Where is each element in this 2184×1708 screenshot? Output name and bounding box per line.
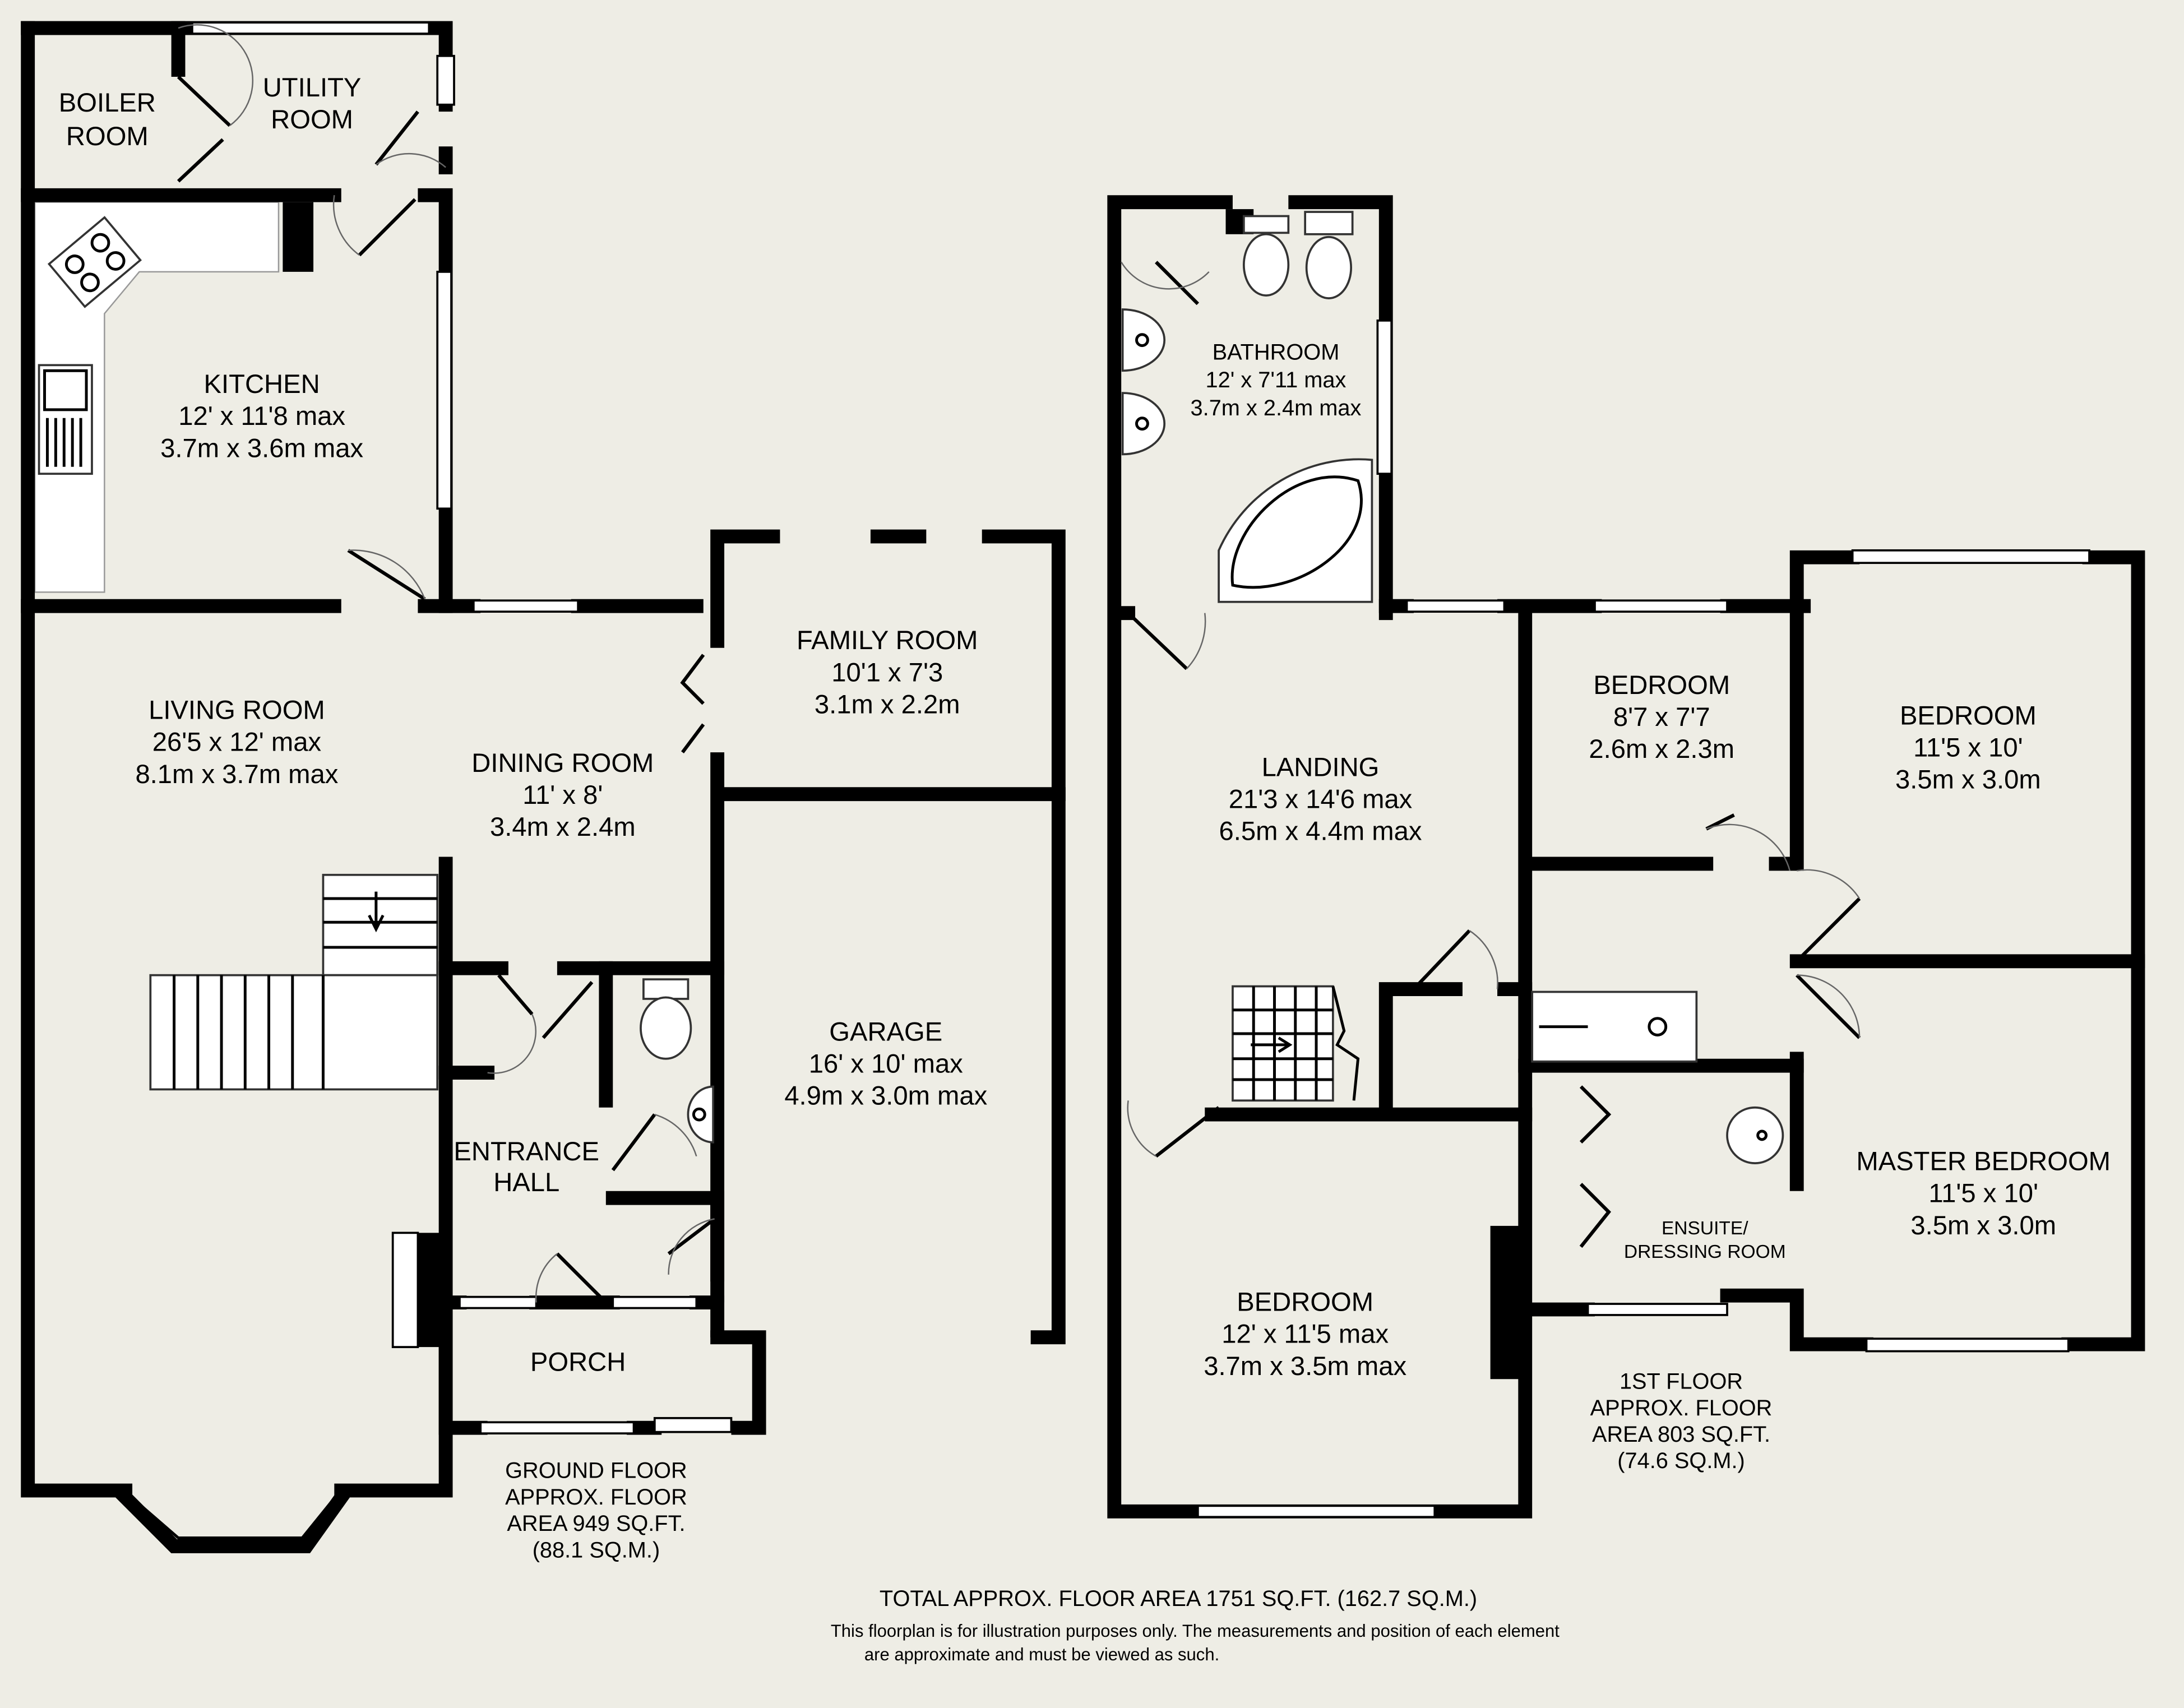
room-dims-bedroom-rear-imperial: 11'5 x 10' [1913, 733, 2023, 763]
sink-icon [38, 364, 93, 475]
door[interactable] [1127, 261, 1861, 1248]
ground-area-2: APPROX. FLOOR [505, 1485, 687, 1510]
first-area-4: (74.6 SQ.M.) [1617, 1448, 1745, 1473]
disclaimer-line-1: This floorplan is for illustration purpo… [831, 1621, 1560, 1641]
ground-area-3: AREA 949 SQ.FT. [507, 1511, 685, 1536]
window [1586, 1303, 1728, 1316]
door[interactable] [177, 75, 716, 1304]
room-label-bedroom-small: BEDROOM [1593, 670, 1730, 700]
room-dims-garage-metric: 4.9m x 3.0m max [784, 1081, 987, 1111]
room-dims-dining-imperial: 11' x 8' [522, 780, 603, 810]
basin-icon [1726, 1106, 1784, 1164]
ground-area-1: GROUND FLOOR [505, 1459, 687, 1483]
room-label-ensuite-2: DRESSING ROOM [1624, 1242, 1786, 1262]
basin-icon [1121, 308, 1165, 372]
corner-bath-icon [1218, 458, 1373, 603]
room-label-kitchen: KITCHEN [204, 369, 320, 399]
window [612, 1295, 698, 1309]
room-dims-master-metric: 3.5m x 3.0m [1910, 1211, 2056, 1241]
room-dims-bedroom-rear-metric: 3.5m x 3.0m [1895, 765, 2041, 795]
room-dims-kitchen-metric: 3.7m x 3.6m max [160, 433, 363, 463]
room-dims-garage-imperial: 16' x 10' max [809, 1049, 963, 1079]
room-label-utility-1: UTILITY [263, 73, 362, 103]
window [1376, 319, 1393, 475]
kitchen-counter [34, 201, 280, 593]
room-label-landing: LANDING [1262, 752, 1380, 782]
first-area-1: 1ST FLOOR [1620, 1369, 1743, 1394]
hob-icon [47, 216, 142, 308]
window [1405, 599, 1506, 613]
room-label-entrance-1: ENTRANCE [454, 1137, 599, 1167]
window [472, 599, 580, 613]
room-dims-family-imperial: 10'1 x 7'3 [831, 658, 943, 687]
disclaimer-line-2: are approximate and must be viewed as su… [864, 1645, 1219, 1664]
room-dims-bedroom-small-imperial: 8'7 x 7'7 [1613, 702, 1710, 732]
window [436, 271, 452, 510]
room-label-boiler-2: ROOM [66, 122, 149, 151]
basin-icon [1121, 392, 1165, 456]
ground-area-4: (88.1 SQ.M.) [533, 1538, 660, 1562]
kitchen-appliance [283, 202, 314, 272]
room-label-bedroom-front: BEDROOM [1237, 1287, 1373, 1317]
window [479, 1421, 635, 1434]
room-dims-bedroom-front-metric: 3.7m x 3.5m max [1204, 1351, 1406, 1381]
room-label-master-bedroom: MASTER BEDROOM [1856, 1147, 2111, 1177]
window [1865, 1337, 2070, 1353]
chimney-breast [1490, 1225, 1521, 1380]
basin-icon [687, 1085, 715, 1144]
room-label-dining: DINING ROOM [471, 748, 654, 778]
room-label-family: FAMILY ROOM [797, 626, 978, 655]
shower-tray-icon [1531, 990, 1698, 1063]
window [653, 1417, 733, 1433]
first-area-3: AREA 803 SQ.FT. [1592, 1422, 1770, 1447]
room-dims-bathroom-imperial: 12' x 7'11 max [1206, 368, 1347, 392]
toilet-icon [1304, 211, 1354, 299]
room-dims-family-metric: 3.1m x 2.2m [815, 690, 960, 720]
room-label-garage: GARAGE [829, 1017, 942, 1047]
first-floor-plan [1107, 195, 2145, 1519]
first-area-2: APPROX. FLOOR [1590, 1396, 1773, 1420]
room-label-bedroom-rear: BEDROOM [1900, 701, 2037, 730]
room-dims-living-metric: 8.1m x 3.7m max [135, 760, 338, 789]
total-floor-area: TOTAL APPROX. FLOOR AREA 1751 SQ.FT. (16… [880, 1586, 1477, 1611]
room-label-bathroom: BATHROOM [1213, 340, 1340, 364]
window [1196, 1505, 1436, 1519]
bidet-icon [1242, 215, 1290, 297]
room-dims-dining-metric: 3.4m x 2.4m [490, 812, 636, 842]
room-dims-bathroom-metric: 3.7m x 2.4m max [1191, 396, 1362, 420]
room-dims-living-imperial: 26'5 x 12' max [152, 728, 322, 757]
toilet-icon [640, 978, 692, 1060]
staircase [149, 873, 439, 1091]
room-dims-bedroom-small-metric: 2.6m x 2.3m [1589, 734, 1734, 764]
room-label-entrance-2: HALL [493, 1168, 559, 1197]
window [436, 54, 455, 106]
room-label-boiler-1: BOILER [59, 88, 156, 118]
window [191, 21, 431, 35]
staircase [1232, 985, 1360, 1102]
room-label-utility-2: ROOM [271, 105, 353, 135]
window [459, 1295, 538, 1309]
room-label-living: LIVING ROOM [149, 695, 325, 725]
room-dims-landing-metric: 6.5m x 4.4m max [1219, 817, 1422, 846]
arrow-right-icon [1251, 1036, 1293, 1053]
arrow-down-icon [368, 891, 385, 933]
window [1594, 599, 1728, 613]
room-dims-bedroom-front-imperial: 12' x 11'5 max [1221, 1320, 1389, 1349]
room-dims-landing-imperial: 21'3 x 14'6 max [1229, 785, 1413, 814]
room-dims-master-imperial: 11'5 x 10' [1928, 1179, 2038, 1209]
fireplace [391, 1232, 419, 1348]
room-dims-kitchen-imperial: 12' x 11'8 max [178, 401, 345, 431]
bay-window [115, 1487, 351, 1553]
window [1851, 549, 2090, 564]
chimney-breast [418, 1233, 443, 1348]
room-label-ensuite-1: ENSUITE/ [1662, 1218, 1748, 1239]
room-label-porch: PORCH [530, 1347, 626, 1377]
ground-floor-plan [21, 21, 1066, 1553]
